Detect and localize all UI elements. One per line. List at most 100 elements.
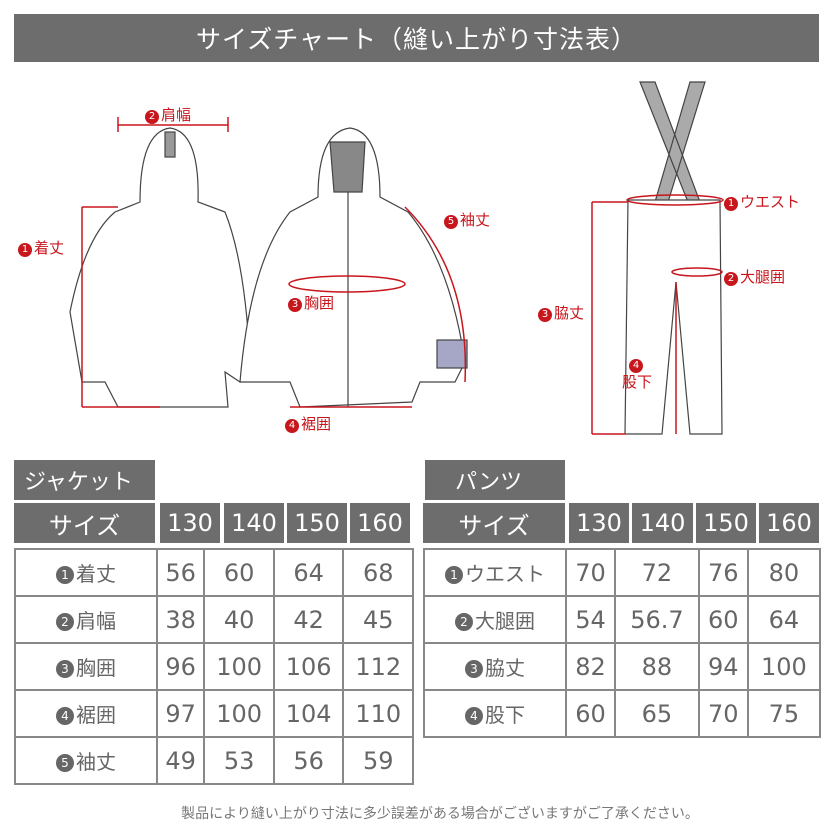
number-badge: 4 — [465, 707, 483, 725]
value-cell: 70 — [697, 689, 749, 738]
value-cell: 112 — [342, 642, 414, 691]
measurement-name: 裾囲 — [76, 703, 116, 727]
value-cell: 56 — [272, 736, 345, 785]
jacket-size-150: 150 — [287, 503, 347, 543]
value-cell: 76 — [697, 548, 749, 597]
pants-size-header: サイズ — [423, 503, 565, 543]
value-cell: 45 — [342, 595, 414, 644]
jacket-back-drawing — [69, 127, 251, 408]
jacket-size-130: 130 — [160, 503, 220, 543]
value-cell: 40 — [203, 595, 275, 644]
value-cell: 100 — [203, 689, 275, 738]
value-cell: 65 — [614, 689, 700, 738]
measurement-lines — [81, 117, 724, 435]
measurement-name: 着丈 — [76, 562, 116, 586]
value-cell: 60 — [564, 689, 617, 738]
measurement-name: 股下 — [485, 703, 525, 727]
number-badge: 1 — [445, 566, 463, 584]
value-cell: 49 — [155, 736, 206, 785]
value-cell: 106 — [272, 642, 345, 691]
value-cell: 53 — [203, 736, 275, 785]
value-cell: 72 — [614, 548, 700, 597]
value-cell: 56.7 — [614, 595, 700, 644]
value-cell: 60 — [697, 595, 749, 644]
value-cell: 96 — [155, 642, 206, 691]
number-badge: 3 — [56, 660, 74, 678]
value-cell: 97 — [155, 689, 206, 738]
value-cell: 75 — [746, 689, 822, 738]
value-cell: 38 — [155, 595, 206, 644]
pants-size-160: 160 — [759, 503, 819, 543]
measurement-name: 大腿囲 — [475, 609, 535, 633]
garment-illustration — [69, 81, 724, 435]
jacket-front-drawing — [239, 127, 468, 408]
measurement-name: ウエスト — [465, 562, 545, 586]
number-badge: 2 — [455, 613, 473, 631]
number-badge: 3 — [465, 660, 483, 678]
value-cell: 70 — [564, 548, 617, 597]
value-cell: 100 — [203, 642, 275, 691]
number-badge: 1 — [56, 566, 74, 584]
jacket-size-160: 160 — [350, 503, 410, 543]
value-cell: 64 — [746, 595, 822, 644]
page-title: サイズチャート（縫い上がり寸法表） — [14, 14, 819, 62]
value-cell: 82 — [564, 642, 617, 691]
value-cell: 54 — [564, 595, 617, 644]
number-badge: 2 — [56, 613, 74, 631]
value-cell: 100 — [746, 642, 822, 691]
value-cell: 104 — [272, 689, 345, 738]
value-cell: 42 — [272, 595, 345, 644]
number-badge: 4 — [56, 707, 74, 725]
pants-section-tag: パンツ — [425, 460, 565, 500]
pants-size-130: 130 — [569, 503, 629, 543]
value-cell: 88 — [614, 642, 700, 691]
measurement-name: 肩幅 — [76, 609, 116, 633]
measurement-name: 袖丈 — [76, 750, 116, 774]
pants-drawing — [624, 81, 723, 435]
measurement-name: 胸囲 — [76, 656, 116, 680]
value-cell: 56 — [155, 548, 206, 597]
value-cell: 59 — [342, 736, 414, 785]
pants-size-140: 140 — [632, 503, 693, 543]
jacket-size-140: 140 — [224, 503, 284, 543]
disclaimer: 製品により縫い上がり寸法に多少誤差がある場合がございますがご了承ください。 — [181, 806, 699, 822]
value-cell: 80 — [746, 548, 822, 597]
value-cell: 68 — [342, 548, 414, 597]
jacket-size-header: サイズ — [14, 503, 155, 543]
value-cell: 64 — [272, 548, 345, 597]
value-cell: 94 — [697, 642, 749, 691]
number-badge: 5 — [56, 754, 74, 772]
pants-size-150: 150 — [696, 503, 756, 543]
measurement-name: 脇丈 — [485, 656, 525, 680]
jacket-section-tag: ジャケット — [14, 460, 155, 500]
